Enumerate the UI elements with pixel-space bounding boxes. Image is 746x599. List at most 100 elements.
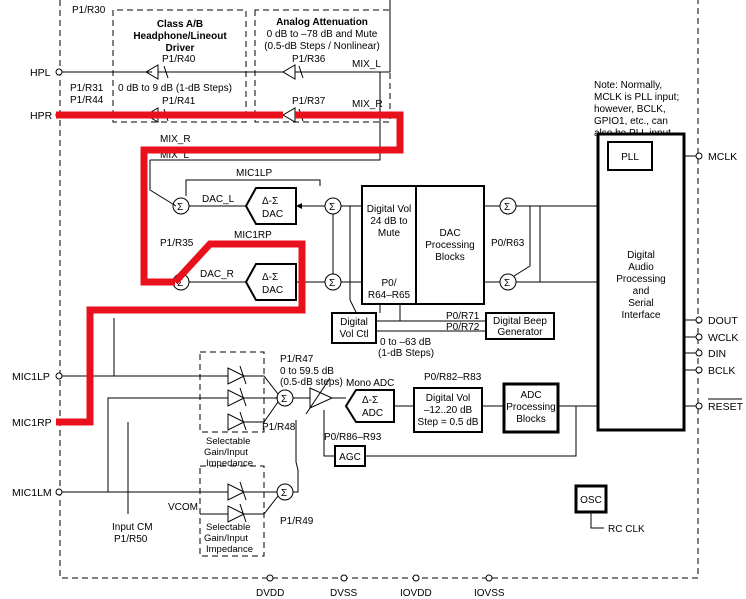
volctl-line-2: Vol Ctl (340, 329, 369, 340)
adc-digital-vol-block (413, 387, 483, 433)
dap-line-4: and (633, 286, 650, 297)
cm-sum-label: Σ (281, 488, 287, 499)
agc-label: AGC (339, 452, 361, 463)
label-mix-r-top: MIX_R (352, 99, 383, 110)
label-vcom: VCOM (168, 502, 198, 513)
dap-line-6: Interface (622, 310, 661, 321)
label-atten-3: (0.5-dB Steps / Nonlinear) (264, 41, 380, 52)
pga-amp-5 (227, 505, 246, 523)
label-gain595-1: 0 to 59.5 dB (280, 366, 334, 377)
label-mix-r: MIX_R (160, 134, 191, 145)
label-p1r31: P1/R31 (70, 83, 104, 94)
label-p1r47: P1/R47 (280, 354, 314, 365)
label-atten-2: 0 dB to –78 dB and Mute (267, 29, 378, 40)
pga-amp-2 (227, 389, 246, 407)
pin-mic1rp: MIC1RP (12, 417, 52, 429)
adcvol-line-2: –12..20 dB (424, 405, 473, 416)
adcvol-line-3: Step = 0.5 dB (418, 417, 479, 428)
label-p0r82: P0/R82–R83 (424, 372, 482, 383)
label-p0r71: P0/R71 (446, 311, 480, 322)
label-p1r44: P1/R44 (70, 95, 104, 106)
pin-mic1lp: MIC1LP (12, 371, 50, 383)
pga-amp-4 (227, 483, 246, 501)
label-p1r35: P1/R35 (160, 238, 194, 249)
dap-line-1: Digital (627, 250, 655, 261)
beep-line-1: Digital Beep (493, 316, 547, 327)
label-input-cm-2: P1/R50 (114, 534, 148, 545)
pga-amp-1 (227, 367, 246, 385)
note-line-1: Note: Normally, (594, 80, 662, 91)
label-mic1rp-internal: MIC1RP (234, 230, 272, 241)
pin-wclk: WCLK (708, 332, 738, 344)
sel-gain-bot-3: Impedance (206, 544, 253, 555)
adcproc-line-2: Processing (506, 402, 555, 413)
sel-gain-top-1: Selectable (206, 436, 250, 447)
pin-hpl: HPL (30, 67, 51, 79)
pin-dout: DOUT (708, 315, 738, 327)
dac-l-sum-label: Σ (177, 202, 183, 213)
label-p1r48: P1/R48 (262, 422, 296, 433)
note-line-2: MCLK is PLL input; (594, 92, 679, 103)
dacproc-line-3: Blocks (435, 252, 464, 263)
pin-din: DIN (708, 348, 726, 360)
adc-processing-block (502, 382, 560, 434)
adcproc-line-3: Blocks (516, 414, 545, 425)
dap-line-3: Processing (616, 274, 665, 285)
digital-vol-block (361, 185, 417, 305)
attenuation-region (254, 9, 391, 123)
adc-sym: Δ-Σ (362, 395, 378, 406)
hpl-atten-amp (282, 64, 296, 80)
digital-vol-ctl-block (331, 312, 377, 344)
digital-audio-processing-block (596, 132, 686, 432)
dac-l-word: DAC (262, 209, 283, 220)
hpr-atten-amp (282, 107, 296, 123)
highlight-mix-r-loop (140, 111, 404, 286)
pin-hpr: HPR (30, 110, 53, 122)
dac-l-sym: Δ-Σ (262, 196, 278, 207)
label-p1r37: P1/R37 (292, 96, 326, 107)
beep-line-2: Generator (497, 327, 543, 338)
label-class-ab-1: Class A/B (157, 19, 203, 30)
dac-r-sum-label: Σ (177, 278, 183, 289)
label-atten63-2: (1-dB Steps) (378, 348, 434, 359)
pin-mclk: MCLK (708, 151, 737, 163)
pin-iovdd: IOVDD (400, 588, 432, 599)
pin-reset: RESET (708, 401, 744, 413)
note-line-4: GPIO1, etc., can (594, 116, 668, 127)
digvol-line-1: Digital Vol (367, 204, 411, 215)
dac-r-dig-sum-label: Σ (329, 278, 335, 289)
label-class-ab-3: Driver (166, 43, 195, 54)
label-mic1lp-internal: MIC1LP (236, 168, 272, 179)
pin-dvss: DVSS (330, 588, 358, 599)
volctl-line-1: Digital (340, 317, 368, 328)
label-p1r36: P1/R36 (292, 54, 326, 65)
dac-r-word: DAC (262, 285, 283, 296)
dacproc-line-1: DAC (439, 228, 460, 239)
digvol-line-2: 24 dB to (370, 216, 408, 227)
pga (309, 387, 334, 409)
label-p1r30: P1/R30 (72, 5, 106, 16)
dac-in-sum-r-label: Σ (504, 278, 510, 289)
pin-dvdd: DVDD (256, 588, 284, 599)
pga-amp-3 (227, 413, 246, 431)
label-p1r41: P1/R41 (162, 96, 196, 107)
dap-line-2: Audio (628, 262, 654, 273)
label-input-cm-1: Input CM (112, 522, 153, 533)
pll-label: PLL (621, 152, 639, 163)
note-line-3: however, BCLK, (594, 104, 666, 115)
selectable-gain-region-top (199, 351, 265, 433)
dap-line-5: Serial (628, 298, 654, 309)
label-p0r86: P0/R86–R93 (324, 432, 382, 443)
label-atten-1: Analog Attenuation (276, 17, 368, 28)
highlight-mic1rp-loop (56, 240, 306, 426)
label-mix-l-top: MIX_L (352, 59, 381, 70)
chip-boundary (59, 0, 699, 579)
label-rc-clk: RC CLK (608, 524, 645, 535)
label-p0r72: P0/R72 (446, 322, 480, 333)
adcvol-line-1: Digital Vol (426, 393, 470, 404)
pin-mic1lm: MIC1LM (12, 487, 52, 499)
pll-block (607, 141, 653, 171)
label-gain595-2: (0.5-dB steps) (280, 377, 343, 388)
digvol-line-5: R64–R65 (368, 290, 411, 301)
